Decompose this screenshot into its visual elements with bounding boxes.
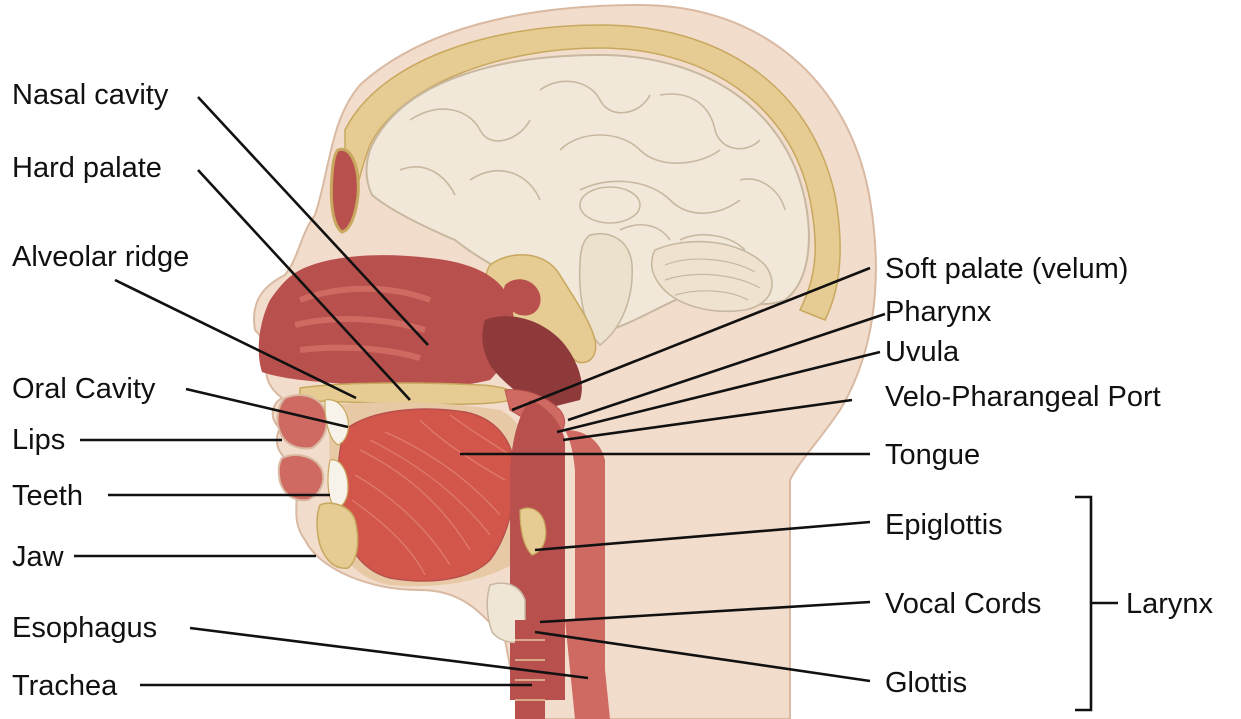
label-tongue: Tongue bbox=[885, 439, 980, 471]
head-illustration bbox=[254, 5, 876, 719]
label-teeth: Teeth bbox=[12, 480, 83, 512]
larynx-bracket bbox=[1075, 497, 1118, 710]
label-lips: Lips bbox=[12, 424, 65, 456]
upper-lip bbox=[278, 395, 327, 448]
label-epiglottis: Epiglottis bbox=[885, 509, 1003, 541]
label-velo-pharangeal-port: Velo-Pharangeal Port bbox=[885, 381, 1161, 413]
label-alveolar-ridge: Alveolar ridge bbox=[12, 241, 189, 273]
lower-lip bbox=[279, 455, 324, 500]
label-vocal-cords: Vocal Cords bbox=[885, 588, 1041, 620]
label-soft-palate: Soft palate (velum) bbox=[885, 253, 1128, 285]
label-larynx: Larynx bbox=[1126, 588, 1214, 620]
label-hard-palate: Hard palate bbox=[12, 152, 162, 184]
label-glottis: Glottis bbox=[885, 667, 967, 699]
label-uvula: Uvula bbox=[885, 336, 960, 368]
label-oral-cavity: Oral Cavity bbox=[12, 373, 156, 405]
label-nasal-cavity: Nasal cavity bbox=[12, 79, 169, 111]
label-pharynx: Pharynx bbox=[885, 296, 992, 328]
label-jaw: Jaw bbox=[12, 541, 65, 573]
label-trachea: Trachea bbox=[12, 670, 118, 702]
label-esophagus: Esophagus bbox=[12, 612, 157, 644]
